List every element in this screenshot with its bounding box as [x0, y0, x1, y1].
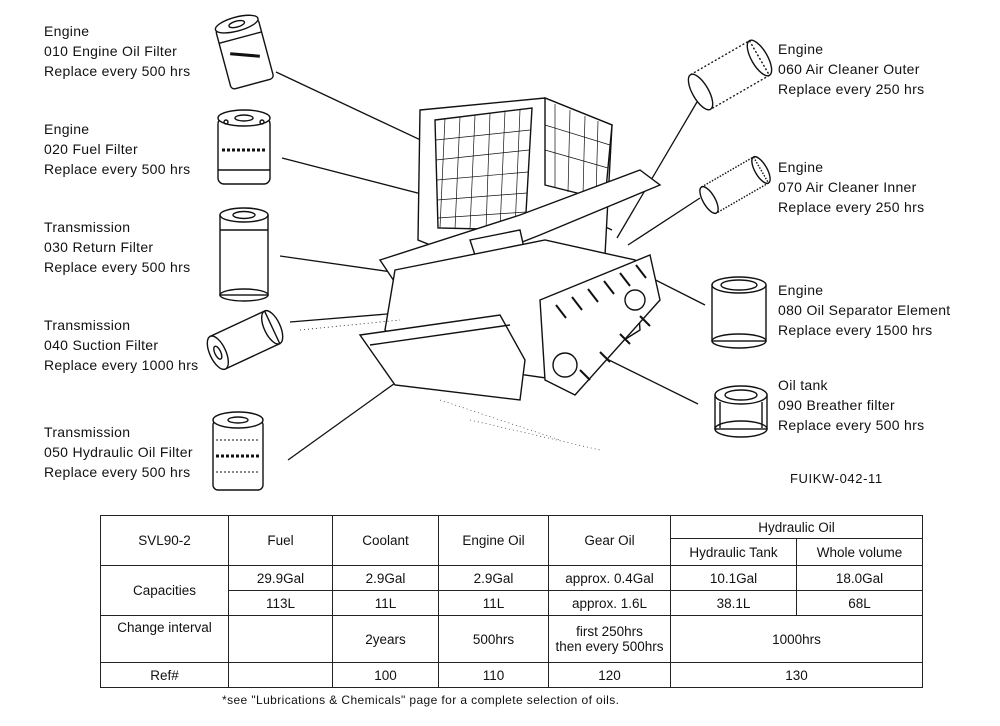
cell-gear-oil-interval: first 250hrs then every 500hrs	[548, 615, 671, 663]
label-interval: Replace every 1500 hrs	[778, 322, 933, 338]
cell-coolant-interval: 2years	[332, 615, 439, 663]
breather-filter-part	[714, 385, 768, 438]
label-oil-separator-element: Engine 080 Oil Separator Element Replace…	[778, 280, 950, 340]
label-category: Engine	[778, 159, 824, 175]
engine-oil-filter-part	[214, 14, 274, 90]
row-label-ref: Ref#	[100, 662, 229, 688]
cell-fuel-interval	[228, 615, 333, 663]
label-air-cleaner-outer: Engine 060 Air Cleaner Outer Replace eve…	[778, 39, 924, 99]
label-category: Transmission	[44, 317, 131, 333]
cell-engine-oil-gal: 2.9Gal	[438, 565, 549, 591]
label-item: 050 Hydraulic Oil Filter	[44, 444, 193, 460]
cell-engine-oil-l: 11L	[438, 590, 549, 616]
header-coolant: Coolant	[332, 515, 439, 566]
gear-oil-interval-line1: first 250hrs	[576, 624, 643, 639]
label-interval: Replace every 250 hrs	[778, 81, 925, 97]
gear-oil-interval-line2: then every 500hrs	[555, 639, 664, 654]
label-interval: Replace every 500 hrs	[44, 259, 191, 275]
label-category: Engine	[44, 121, 90, 137]
cell-whole-volume-l: 68L	[796, 590, 923, 616]
label-engine-oil-filter: Engine 010 Engine Oil Filter Replace eve…	[44, 21, 190, 81]
cell-engine-oil-ref: 110	[438, 662, 549, 688]
return-filter-part	[219, 207, 269, 302]
cell-coolant-gal: 2.9Gal	[332, 565, 439, 591]
cell-coolant-l: 11L	[332, 590, 439, 616]
label-suction-filter: Transmission 040 Suction Filter Replace …	[44, 315, 198, 375]
label-interval: Replace every 250 hrs	[778, 199, 925, 215]
label-category: Engine	[44, 23, 90, 39]
label-item: 080 Oil Separator Element	[778, 302, 951, 318]
label-category: Oil tank	[778, 377, 828, 393]
cell-hydraulic-ref: 130	[670, 662, 923, 688]
diagram-illustration	[206, 14, 773, 491]
cell-fuel-l: 113L	[228, 590, 333, 616]
cell-coolant-ref: 100	[332, 662, 439, 688]
header-fuel: Fuel	[228, 515, 333, 566]
label-return-filter: Transmission 030 Return Filter Replace e…	[44, 217, 190, 277]
label-hydraulic-oil-filter: Transmission 050 Hydraulic Oil Filter Re…	[44, 422, 193, 482]
label-interval: Replace every 500 hrs	[44, 161, 191, 177]
figure-code: FUIKW-042-11	[790, 471, 883, 486]
suction-filter-part	[206, 309, 284, 371]
air-cleaner-outer-part	[687, 39, 773, 111]
cell-fuel-ref	[228, 662, 333, 688]
label-item: 030 Return Filter	[44, 239, 154, 255]
cell-whole-volume-gal: 18.0Gal	[796, 565, 923, 591]
cell-gear-oil-gal: approx. 0.4Gal	[548, 565, 671, 591]
capacity-table: SVL90-2 Fuel Coolant Engine Oil Gear Oil…	[100, 515, 923, 688]
hydraulic-oil-filter-part	[212, 411, 264, 491]
row-label-change-interval: Change interval	[100, 615, 229, 663]
cell-hydraulic-tank-l: 38.1L	[670, 590, 797, 616]
footnote: *see "Lubrications & Chemicals" page for…	[222, 693, 620, 707]
label-item: 060 Air Cleaner Outer	[778, 61, 920, 77]
header-whole-volume: Whole volume	[796, 538, 923, 566]
label-interval: Replace every 1000 hrs	[44, 357, 199, 373]
label-interval: Replace every 500 hrs	[44, 63, 191, 79]
row-label-capacities: Capacities	[100, 565, 229, 616]
label-category: Transmission	[44, 424, 131, 440]
label-fuel-filter: Engine 020 Fuel Filter Replace every 500…	[44, 119, 190, 179]
air-cleaner-inner-part	[699, 155, 771, 215]
cell-fuel-gal: 29.9Gal	[228, 565, 333, 591]
header-gear-oil: Gear Oil	[548, 515, 671, 566]
oil-separator-element-part	[711, 276, 767, 349]
header-engine-oil: Engine Oil	[438, 515, 549, 566]
label-category: Engine	[778, 41, 824, 57]
cell-gear-oil-l: approx. 1.6L	[548, 590, 671, 616]
cell-gear-oil-ref: 120	[548, 662, 671, 688]
label-category: Transmission	[44, 219, 131, 235]
track-loader-illustration	[299, 96, 662, 451]
cell-hydraulic-tank-gal: 10.1Gal	[670, 565, 797, 591]
header-hydraulic-tank: Hydraulic Tank	[670, 538, 797, 566]
label-breather-filter: Oil tank 090 Breather filter Replace eve…	[778, 375, 924, 435]
label-item: 010 Engine Oil Filter	[44, 43, 178, 59]
label-item: 070 Air Cleaner Inner	[778, 179, 917, 195]
cell-engine-oil-interval: 500hrs	[438, 615, 549, 663]
label-air-cleaner-inner: Engine 070 Air Cleaner Inner Replace eve…	[778, 157, 924, 217]
label-item: 020 Fuel Filter	[44, 141, 138, 157]
fuel-filter-part	[217, 109, 271, 185]
label-item: 090 Breather filter	[778, 397, 895, 413]
header-hydraulic-oil: Hydraulic Oil	[670, 515, 923, 539]
label-category: Engine	[778, 282, 824, 298]
label-interval: Replace every 500 hrs	[778, 417, 925, 433]
cell-hydraulic-interval: 1000hrs	[670, 615, 923, 663]
label-item: 040 Suction Filter	[44, 337, 159, 353]
table-model-cell: SVL90-2	[100, 515, 229, 566]
label-interval: Replace every 500 hrs	[44, 464, 191, 480]
